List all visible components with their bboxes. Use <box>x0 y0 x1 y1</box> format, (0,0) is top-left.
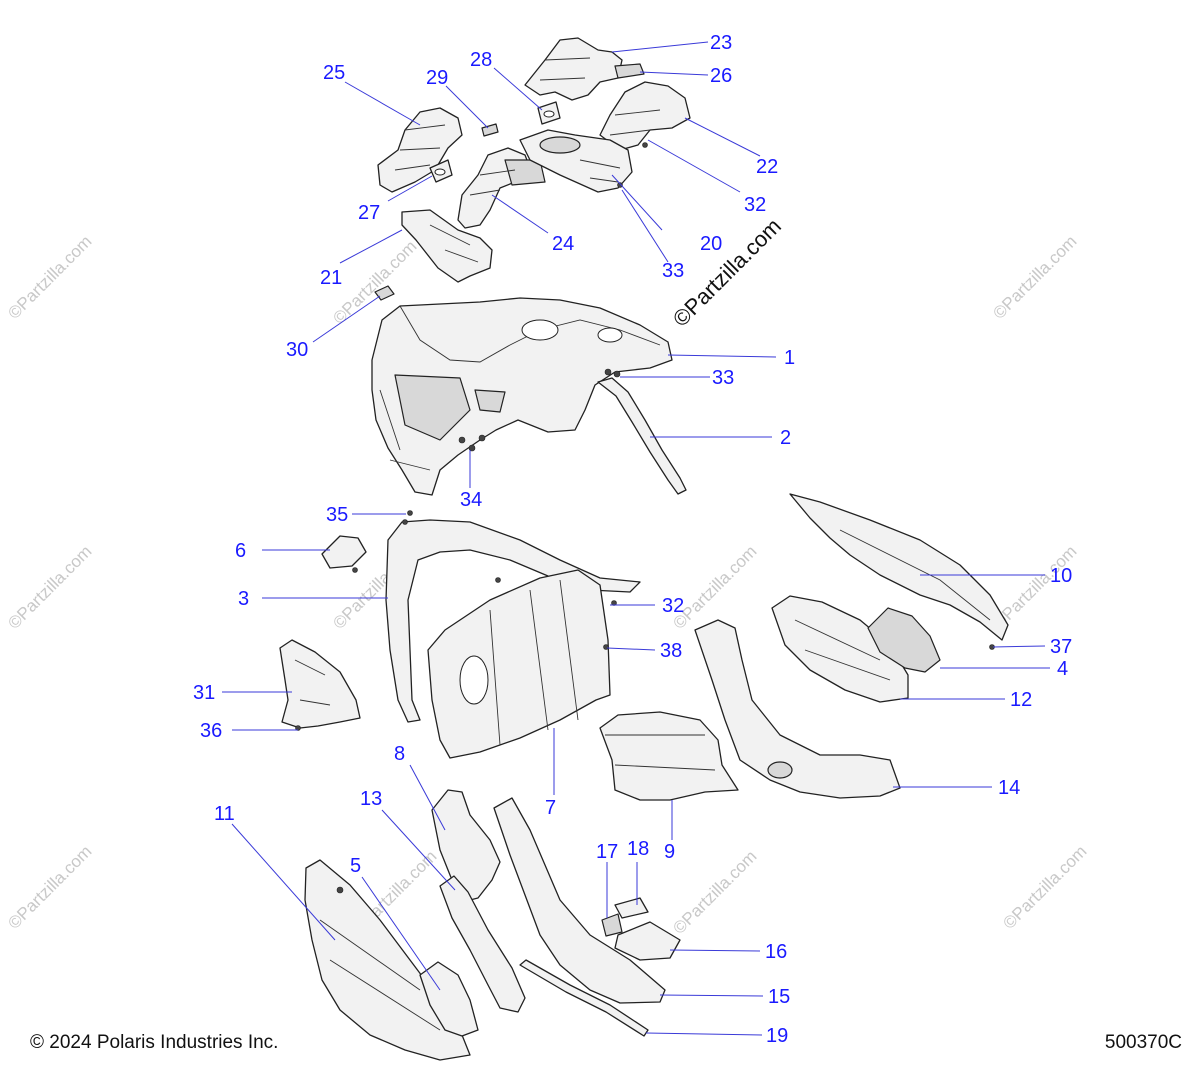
part-8-bracket <box>431 789 501 903</box>
callout-10: 10 <box>1050 565 1072 587</box>
watermark-10: ©Partzilla.com <box>669 847 760 938</box>
callout-25: 25 <box>323 62 345 84</box>
callout-20: 20 <box>700 233 722 255</box>
part-19-strip <box>519 959 649 1037</box>
callout-19: 19 <box>766 1025 788 1047</box>
callout-33-a: 33 <box>712 367 734 389</box>
part-26-seal <box>614 63 645 79</box>
part-17-pad <box>601 913 623 937</box>
callout-26: 26 <box>710 65 732 87</box>
part-2-trim-strip <box>597 377 687 495</box>
watermark-11: ©Partzilla.com <box>999 842 1090 933</box>
part-13-bracket <box>439 875 526 1013</box>
watermark-3: ©Partzilla.com <box>989 232 1080 323</box>
part-11-side-panel <box>304 859 471 1061</box>
watermark-6: ©Partzilla.com <box>669 542 760 633</box>
part-14-side-panel <box>694 619 901 799</box>
fasteners-33-top <box>604 368 621 378</box>
part-18-pad <box>614 897 649 919</box>
callout-31: 31 <box>193 682 215 704</box>
callout-12: 12 <box>1010 689 1032 711</box>
callout-38: 38 <box>660 640 682 662</box>
callout-32-a: 32 <box>662 595 684 617</box>
callout-15: 15 <box>768 986 790 1008</box>
part-12-panel <box>771 595 909 703</box>
callout-1: 1 <box>784 347 795 369</box>
callout-7: 7 <box>545 797 556 819</box>
callout-35: 35 <box>326 504 348 526</box>
callout-22: 22 <box>756 156 778 178</box>
part-1-upper-dash <box>371 297 673 496</box>
copyright-notice: © 2024 Polaris Industries Inc. <box>30 1032 279 1053</box>
watermark-1: ©Partzilla.com <box>4 232 95 323</box>
part-10-hood <box>789 493 1009 641</box>
part-25-duct <box>377 107 463 193</box>
callout-34: 34 <box>460 489 482 511</box>
callout-32-b: 32 <box>744 194 766 216</box>
fasteners-34 <box>458 434 486 452</box>
part-29-clip <box>481 123 499 137</box>
watermark-4: ©Partzilla.com <box>4 542 95 633</box>
watermark-main: ©Partzilla.com <box>668 213 786 331</box>
part-9-floor-duct <box>599 711 739 801</box>
part-27-gasket <box>429 159 453 183</box>
callout-24: 24 <box>552 233 574 255</box>
callout-3: 3 <box>238 588 249 610</box>
callout-30: 30 <box>286 339 308 361</box>
callout-36: 36 <box>200 720 222 742</box>
callout-18: 18 <box>627 838 649 860</box>
part-15-panel <box>493 797 666 1004</box>
part-21-duct <box>401 209 493 283</box>
fasteners-misc <box>295 142 995 731</box>
callout-23: 23 <box>710 32 732 54</box>
callout-6: 6 <box>235 540 246 562</box>
part-4-bracket <box>867 607 941 673</box>
callout-4: 4 <box>1057 658 1068 680</box>
part-22-duct <box>599 81 691 151</box>
callout-11: 11 <box>214 803 235 825</box>
callout-8: 8 <box>394 743 405 765</box>
callout-5: 5 <box>350 855 361 877</box>
diagram-code: 500370C <box>1104 1032 1182 1053</box>
callout-29: 29 <box>426 67 448 89</box>
part-6-bracket <box>321 535 367 573</box>
part-24-duct <box>457 147 546 229</box>
callout-37: 37 <box>1050 636 1072 658</box>
callout-28: 28 <box>470 49 492 71</box>
part-23-duct <box>524 37 623 101</box>
callout-21: 21 <box>320 267 342 289</box>
part-16-pad <box>614 921 681 961</box>
callout-33-b: 33 <box>662 260 684 282</box>
callout-labels: 1 2 3 4 5 6 7 8 9 10 11 12 13 14 15 16 1… <box>193 32 1072 1047</box>
part-7-panel <box>427 569 611 759</box>
watermark-8: ©Partzilla.com <box>4 842 95 933</box>
part-31-side-panel <box>279 639 361 729</box>
callout-9: 9 <box>664 841 675 863</box>
part-20-duct <box>519 129 633 193</box>
callout-13: 13 <box>360 788 382 810</box>
callout-14: 14 <box>998 777 1020 799</box>
callout-16: 16 <box>765 941 787 963</box>
part-28-gasket <box>537 101 561 125</box>
part-5-bracket <box>419 961 479 1037</box>
callout-17: 17 <box>596 841 618 863</box>
callout-2: 2 <box>780 427 791 449</box>
leader-lines <box>222 41 1050 1036</box>
callout-27: 27 <box>358 202 380 224</box>
